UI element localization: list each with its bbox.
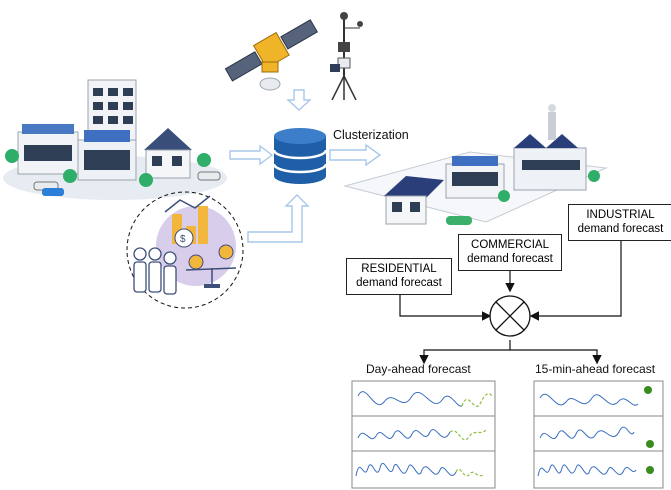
weather-station-icon xyxy=(330,12,363,101)
finance-people-icon: $ xyxy=(126,191,244,309)
clusterization-label: Clusterization xyxy=(333,128,409,142)
industrial-line2: demand forecast xyxy=(577,223,664,235)
industrial-box: INDUSTRIAL demand forecast xyxy=(568,204,671,241)
day-ahead-curve-3 xyxy=(355,462,457,477)
min15-point-1 xyxy=(644,386,652,394)
day-ahead-curve-2 xyxy=(357,429,451,440)
day-ahead-panels xyxy=(351,380,496,489)
day-ahead-forecast-2 xyxy=(449,429,487,441)
connector-lines xyxy=(399,240,622,365)
min15-curve-1 xyxy=(539,393,639,406)
min15-ahead-panels xyxy=(533,380,664,489)
commercial-line2: demand forecast xyxy=(467,253,553,265)
summing-junction-icon xyxy=(489,295,531,337)
commercial-box: COMMERCIAL demand forecast xyxy=(458,234,562,271)
day-ahead-forecast-3 xyxy=(455,468,485,477)
satellite-icon xyxy=(224,19,318,91)
residential-box: RESIDENTIAL demand forecast xyxy=(346,258,452,295)
database-icon xyxy=(272,128,328,184)
commercial-line1: COMMERCIAL xyxy=(471,239,549,251)
day-ahead-curve-1 xyxy=(357,391,463,407)
data-flow-arrows xyxy=(229,89,382,243)
day-ahead-title: Day-ahead forecast xyxy=(366,362,471,376)
svg-text:$: $ xyxy=(180,234,186,245)
min15-point-2 xyxy=(646,440,654,448)
industrial-line1: INDUSTRIAL xyxy=(586,209,655,221)
min15-curve-2 xyxy=(539,426,635,440)
city-buildings-icon xyxy=(3,79,227,200)
residential-line2: demand forecast xyxy=(356,277,442,289)
min15-curve-3 xyxy=(537,464,637,477)
residential-line1: RESIDENTIAL xyxy=(361,263,437,275)
houses-icon xyxy=(343,104,608,225)
min15-point-3 xyxy=(646,466,654,474)
min15-ahead-title: 15-min-ahead forecast xyxy=(535,362,656,376)
